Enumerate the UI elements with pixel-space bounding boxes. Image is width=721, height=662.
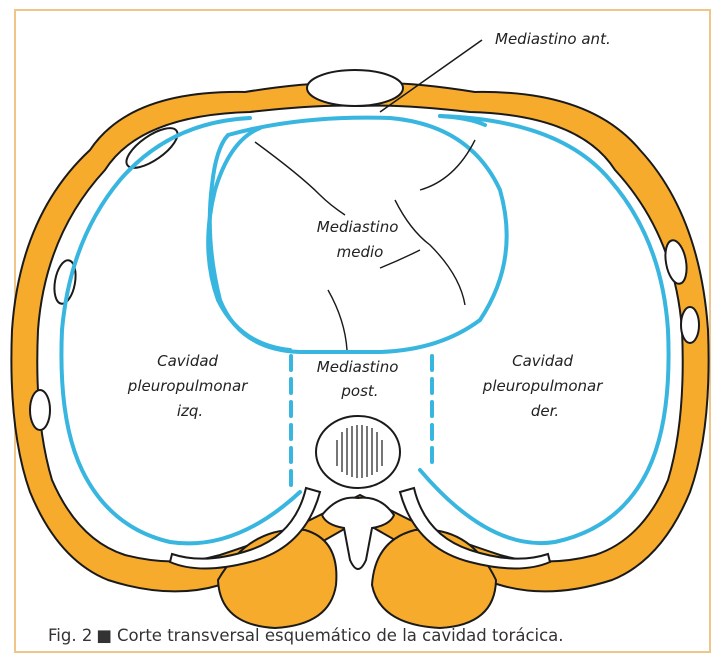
vertebral-body	[316, 416, 400, 488]
label-mediastino-medio-line: medio	[337, 243, 384, 261]
caption-bullet: ■	[96, 626, 112, 645]
label-mediastino-medio-line: Mediastino	[317, 218, 399, 236]
label-mediastino-post-line: post.	[340, 382, 378, 400]
label-cavidad-der-line: der.	[531, 402, 559, 420]
figure-caption: Fig. 2■ Corte transversal esquemático de …	[48, 626, 564, 645]
rib-section	[681, 307, 699, 343]
caption-prefix: Fig. 2	[48, 626, 92, 645]
label-mediastino-post-line: Mediastino	[317, 358, 399, 376]
label-mediastino-ant: Mediastino ant.	[495, 30, 611, 48]
label-cavidad-izq-line: Cavidad	[157, 352, 218, 370]
thoracic-cavity	[37, 106, 682, 562]
caption-text: Corte transversal esquemático de la cavi…	[117, 626, 564, 645]
label-cavidad-izq-line: pleuropulmonar	[127, 377, 248, 395]
label-cavidad-der-line: pleuropulmonar	[482, 377, 603, 395]
label-cavidad-izq-line: izq.	[177, 402, 203, 420]
sternum	[307, 70, 403, 106]
rib-section	[30, 390, 50, 430]
label-cavidad-der-line: Cavidad	[512, 352, 573, 370]
